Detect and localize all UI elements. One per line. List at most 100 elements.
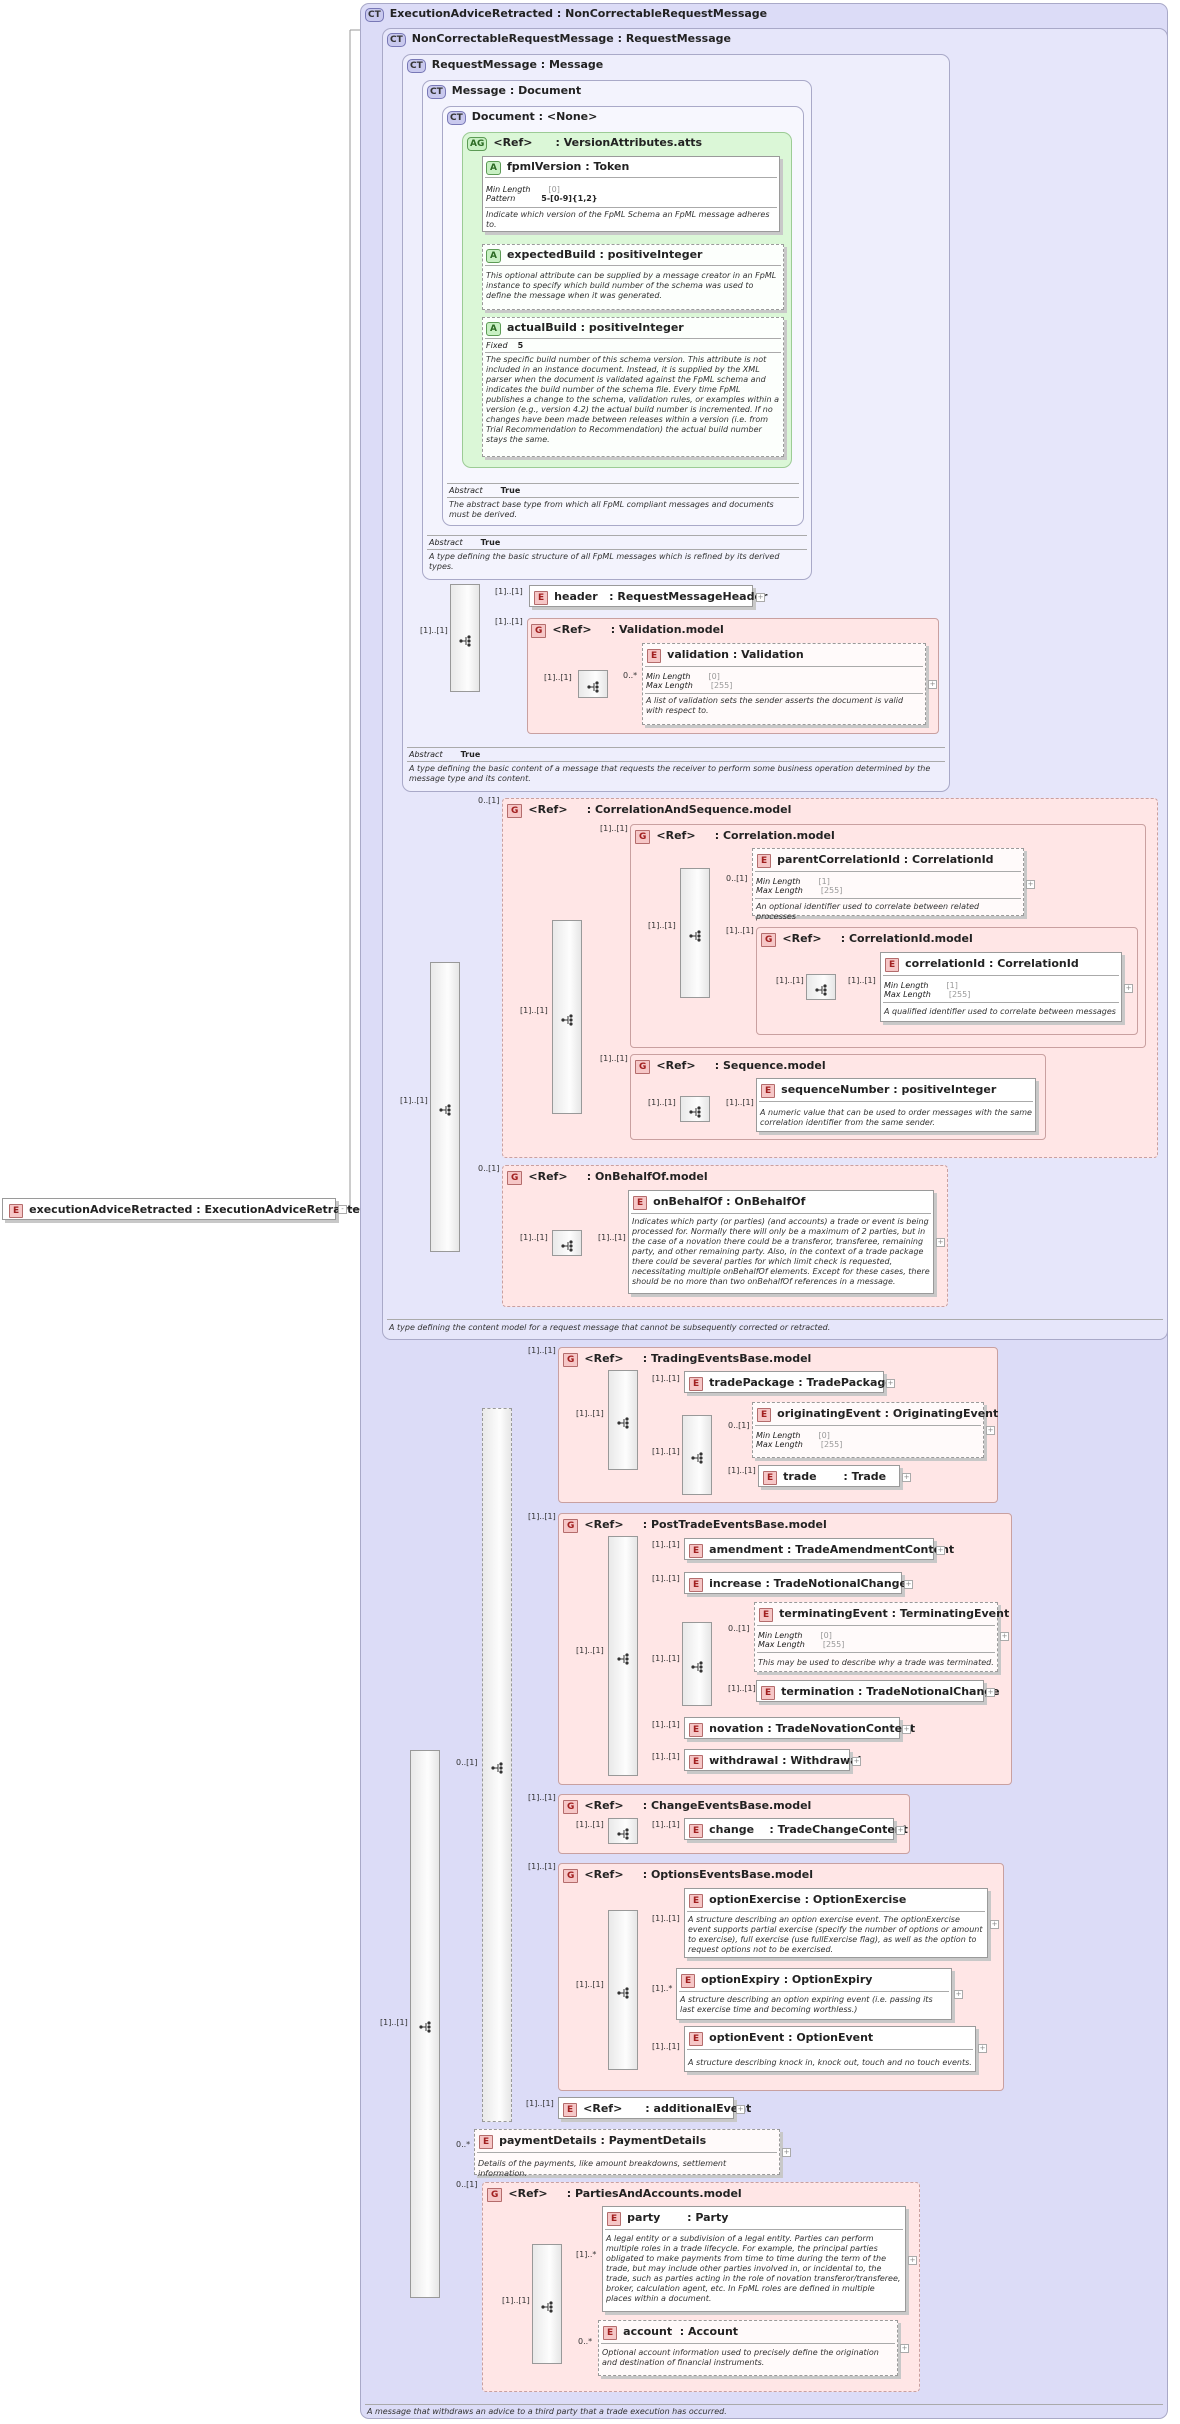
expand-icon[interactable]: + bbox=[782, 2148, 791, 2157]
ag-name: VersionAttributes.atts bbox=[563, 136, 703, 149]
element-type: Account bbox=[688, 2325, 739, 2338]
expand-icon[interactable]: + bbox=[1026, 880, 1035, 889]
ct-badge: CT bbox=[427, 85, 446, 99]
expand-icon[interactable]: + bbox=[896, 1826, 905, 1835]
group-ref: <Ref> bbox=[584, 1868, 624, 1881]
element-badge: E bbox=[633, 1196, 648, 1210]
expand-icon[interactable]: + bbox=[1000, 1632, 1009, 1641]
attr-name: fpmlVersion bbox=[506, 160, 582, 173]
expand-icon[interactable]: + bbox=[978, 2044, 987, 2053]
expand-icon[interactable]: - bbox=[338, 1205, 347, 1214]
element-badge: E bbox=[761, 1686, 776, 1700]
prop-label: Min Length bbox=[884, 981, 929, 990]
ct-desc: A message that withdraws an advice to a … bbox=[367, 2407, 727, 2416]
element-badge: E bbox=[689, 1824, 704, 1838]
prop-value: [0] bbox=[708, 672, 720, 681]
expand-icon[interactable]: + bbox=[902, 1725, 911, 1734]
sequence-compositor[interactable] bbox=[682, 1622, 712, 1706]
ct-name: Document bbox=[471, 110, 535, 123]
attr-type: positiveInteger bbox=[588, 321, 684, 334]
expand-icon[interactable]: + bbox=[986, 1426, 995, 1435]
group-badge: G bbox=[507, 1171, 523, 1185]
sequence-icon bbox=[560, 1237, 574, 1252]
group-badge: G bbox=[563, 1869, 579, 1883]
sequence-compositor[interactable] bbox=[680, 868, 710, 998]
abstract-label: Abstract bbox=[409, 750, 443, 759]
sequence-compositor[interactable] bbox=[608, 1818, 638, 1844]
sequence-compositor[interactable] bbox=[608, 1370, 638, 1470]
sequence-compositor[interactable] bbox=[680, 1096, 710, 1122]
expand-icon[interactable]: + bbox=[852, 1757, 861, 1766]
expand-icon[interactable]: + bbox=[902, 1473, 911, 1482]
expand-icon[interactable]: + bbox=[990, 1920, 999, 1929]
sequence-compositor[interactable] bbox=[552, 1230, 582, 1256]
sequence-compositor[interactable] bbox=[806, 974, 836, 1000]
choice-compositor[interactable] bbox=[608, 1536, 638, 1776]
expand-icon[interactable]: + bbox=[928, 680, 937, 689]
element-type: CorrelationId bbox=[997, 957, 1079, 970]
prop-label: Min Length bbox=[486, 185, 531, 194]
expand-icon[interactable]: + bbox=[756, 593, 765, 602]
sequence-compositor[interactable] bbox=[410, 1750, 440, 2298]
expand-icon[interactable]: + bbox=[986, 1688, 995, 1697]
element-name: additionalEvent bbox=[653, 2102, 752, 2115]
cardinality: [1]..[1] bbox=[652, 1540, 680, 1549]
element-desc: A numeric value that can be used to orde… bbox=[760, 1108, 1032, 1127]
abstract-value: True bbox=[500, 486, 521, 495]
cardinality: [1]..[1] bbox=[726, 926, 754, 935]
expand-icon[interactable]: + bbox=[936, 1238, 945, 1247]
sequence-compositor[interactable] bbox=[578, 670, 608, 698]
cardinality: [1]..[1] bbox=[652, 1447, 680, 1456]
element-additional-event[interactable]: E<Ref> : additionalEvent bbox=[558, 2097, 751, 2119]
choice-icon bbox=[690, 1449, 704, 1464]
expand-icon[interactable]: + bbox=[936, 1546, 945, 1555]
sequence-compositor[interactable] bbox=[552, 920, 582, 1114]
expand-icon[interactable]: + bbox=[904, 1580, 913, 1589]
expand-icon[interactable]: + bbox=[954, 1990, 963, 1999]
expand-icon[interactable]: + bbox=[908, 2256, 917, 2265]
expand-icon[interactable]: + bbox=[900, 2344, 909, 2353]
attr-desc: The specific build number of this schema… bbox=[486, 355, 779, 444]
expand-icon[interactable]: + bbox=[1124, 984, 1133, 993]
prop-label: Max Length bbox=[884, 990, 931, 999]
sequence-icon bbox=[540, 2298, 554, 2313]
choice-compositor[interactable] bbox=[482, 1408, 512, 2122]
sequence-compositor[interactable] bbox=[430, 962, 460, 1252]
choice-compositor[interactable] bbox=[682, 1415, 712, 1495]
ct-name: ExecutionAdviceRetracted bbox=[389, 7, 554, 20]
expand-icon[interactable]: + bbox=[886, 1379, 895, 1388]
prop-label: Max Length bbox=[756, 886, 803, 895]
choice-compositor[interactable] bbox=[608, 1910, 638, 2070]
group-ref: <Ref> bbox=[552, 623, 592, 636]
expand-icon[interactable]: + bbox=[736, 2105, 745, 2114]
element-badge: E bbox=[763, 1471, 778, 1485]
sequence-compositor[interactable] bbox=[450, 584, 480, 692]
sequence-compositor[interactable] bbox=[532, 2244, 562, 2364]
